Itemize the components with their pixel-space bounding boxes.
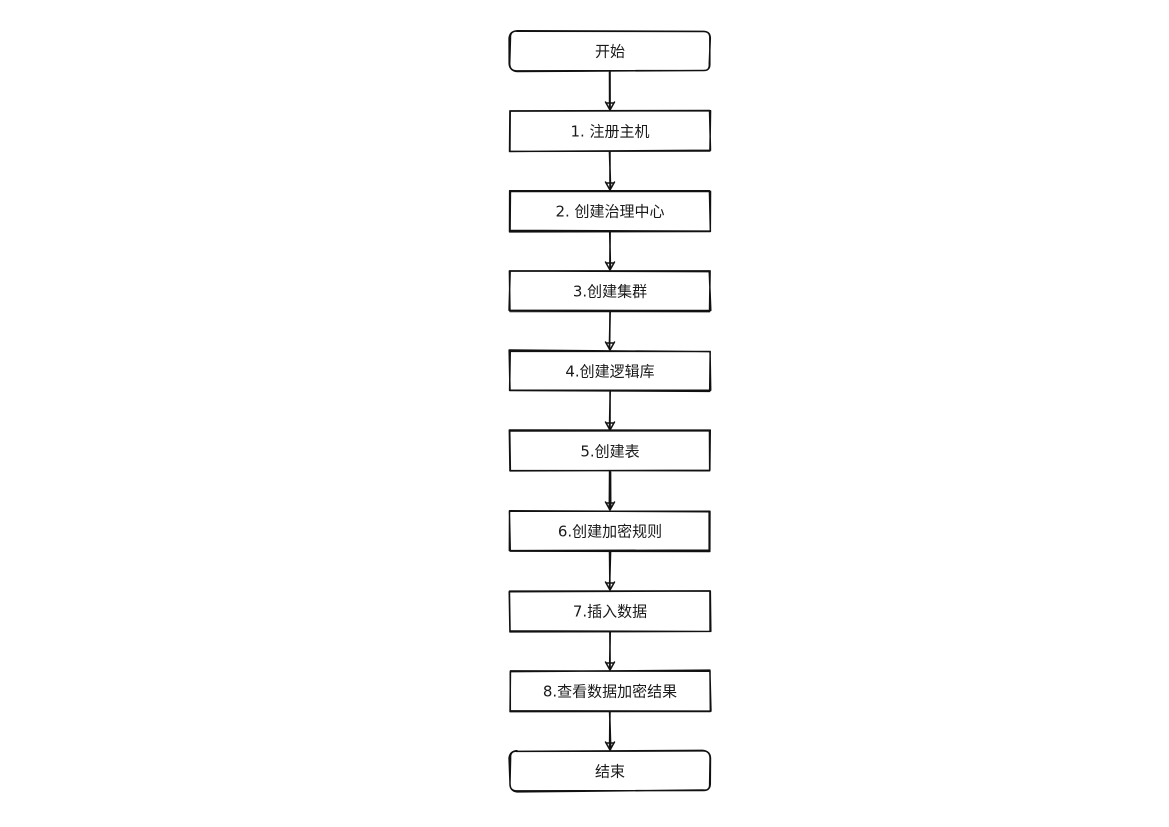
node-outline [508, 509, 711, 553]
arrow-head [604, 181, 616, 191]
flow-node-s8: 8.查看数据加密结果 [509, 669, 712, 713]
node-label: 5.创建表 [580, 443, 639, 461]
node-label: 开始 [595, 43, 625, 61]
flowchart-nodes: 开始 1. 注册主机 2. 创建治理中心 3.创建集群 4.创建逻辑库 5.创建表 6.创建… [508, 30, 712, 793]
node-label: 4.创建逻辑库 [565, 363, 654, 381]
flow-arrow [604, 630, 616, 671]
node-outline [508, 30, 712, 73]
flow-arrow [604, 470, 616, 511]
node-label: 6.创建加密规则 [558, 523, 662, 541]
node-outline [508, 590, 712, 633]
node-outline [508, 189, 712, 233]
node-background [510, 431, 710, 471]
arrow-head [604, 581, 616, 591]
node-label: 结束 [595, 763, 625, 781]
arrow-head [604, 661, 616, 671]
node-background [510, 271, 710, 311]
flow-node-end: 结束 [508, 749, 712, 793]
flow-node-start: 开始 [508, 30, 712, 73]
node-background [510, 751, 710, 791]
flow-arrow [604, 710, 616, 751]
flow-arrow [604, 390, 616, 431]
flow-arrow [604, 310, 616, 351]
node-background [510, 671, 710, 711]
arrow-head [604, 501, 616, 511]
node-label: 3.创建集群 [573, 283, 647, 301]
flow-arrow [604, 70, 616, 111]
node-outline [508, 109, 712, 153]
node-outline [509, 669, 712, 713]
node-background [510, 351, 710, 391]
flow-arrow [604, 550, 616, 591]
flow-node-s2: 2. 创建治理中心 [508, 189, 712, 233]
node-outline [508, 749, 712, 793]
node-label: 7.插入数据 [573, 603, 647, 621]
node-outline [508, 349, 712, 393]
node-outline [508, 270, 712, 313]
flow-node-s5: 5.创建表 [508, 429, 711, 472]
flow-node-s4: 4.创建逻辑库 [508, 349, 712, 393]
arrow-head [604, 341, 616, 351]
node-background [510, 191, 710, 231]
flow-arrow [604, 150, 616, 191]
flow-node-s6: 6.创建加密规则 [508, 509, 711, 553]
node-label: 2. 创建治理中心 [555, 203, 664, 221]
flow-node-s7: 7.插入数据 [508, 590, 712, 633]
node-outline [508, 429, 711, 472]
flow-node-s1: 1. 注册主机 [508, 109, 712, 153]
node-label: 8.查看数据加密结果 [543, 683, 677, 701]
node-background [510, 111, 710, 151]
arrow-head [604, 261, 616, 271]
node-background [510, 31, 710, 71]
arrow-head [604, 741, 616, 751]
flowchart-edges [604, 70, 616, 751]
node-label: 1. 注册主机 [570, 123, 649, 141]
node-background [510, 591, 710, 631]
node-background [510, 511, 710, 551]
flow-node-s3: 3.创建集群 [508, 270, 712, 313]
flow-arrow [604, 230, 616, 271]
